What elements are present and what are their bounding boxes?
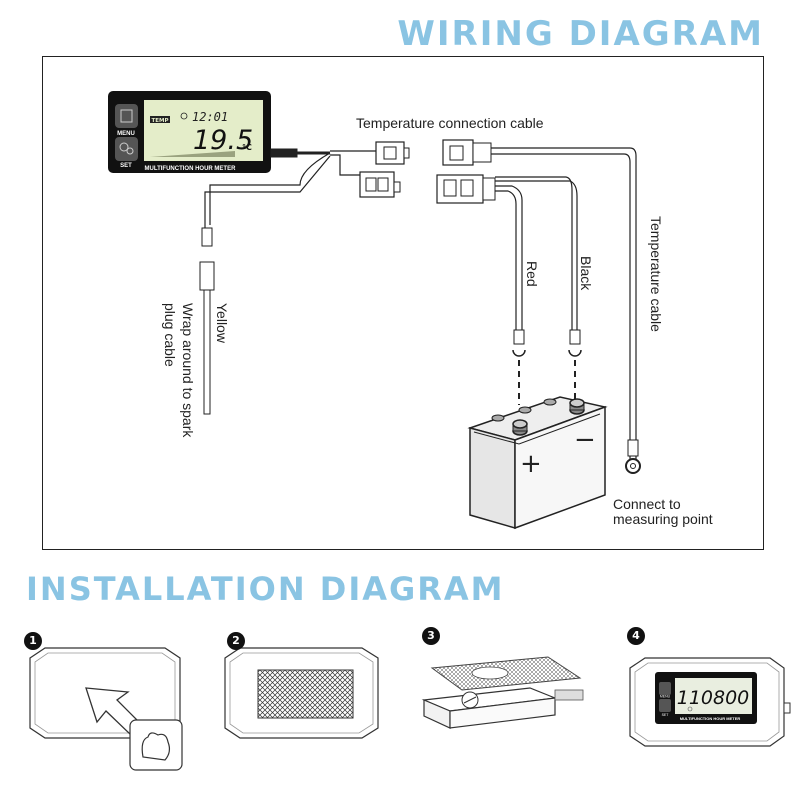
step-number-4: 4: [627, 627, 645, 645]
install-step-1-illustration: [29, 647, 183, 771]
unit-label: °C: [242, 143, 252, 152]
clock-readout: 12:01: [192, 110, 228, 124]
label-temperature-cable: Temperature cable: [648, 216, 664, 332]
yellow-spark-wire: [199, 227, 215, 415]
battery-plus-sign: +: [520, 449, 542, 479]
step-number-3: 3: [422, 627, 440, 645]
temperature-sensor-ring: [625, 439, 641, 474]
set-button[interactable]: [115, 137, 138, 161]
temperature-connector-female: [442, 139, 492, 166]
black-terminal: [568, 329, 582, 357]
step-number-2: 2: [227, 632, 245, 650]
output-cables: [491, 147, 637, 460]
temperature-connector-male: [375, 141, 410, 165]
label-measuring-point: measuring point: [613, 511, 713, 527]
clock-icon: [180, 112, 188, 120]
step-number-1: 1: [24, 632, 42, 650]
label-temperature-connection-cable: Temperature connection cable: [356, 115, 544, 131]
step4-menu-label: MENU: [660, 695, 671, 699]
power-connector-female: [436, 174, 496, 204]
meter-cables: [204, 148, 376, 230]
install-step-3-illustration: [421, 656, 584, 729]
set-label: SET: [120, 163, 132, 169]
install-step-4-illustration: MENU SET 110800 MULTIFUNCTION HOUR METER: [629, 657, 791, 747]
step4-set-label: SET: [662, 713, 670, 717]
install-step-2-illustration: [224, 647, 379, 739]
menu-button[interactable]: [115, 104, 138, 128]
installation-diagram-title: INSTALLATION DIAGRAM: [26, 570, 505, 608]
wiring-diagram-frame: [42, 56, 764, 550]
red-terminal: [512, 329, 526, 357]
step4-display-readout: 110800: [677, 687, 750, 709]
wiring-diagram-title: WIRING DIAGRAM: [397, 14, 764, 54]
temperature-readout: 19.5: [193, 125, 253, 156]
meter-caption: MULTIFUNCTION HOUR METER: [145, 166, 237, 172]
label-red: Red: [524, 261, 540, 287]
hour-meter-device: MENU SET TEMP 12:01 19.5 °C MULTIFUNCTIO…: [108, 91, 271, 173]
menu-label: MENU: [117, 131, 135, 137]
battery: [467, 396, 608, 530]
temp-tag: TEMP: [151, 118, 168, 124]
battery-minus-sign: −: [574, 425, 596, 455]
lcd-screen: [144, 100, 263, 161]
power-connector-male: [359, 171, 401, 198]
label-black: Black: [578, 256, 594, 291]
step4-meter-caption: MULTIFUNCTION HOUR METER: [680, 716, 741, 721]
label-connect-to: Connect to: [613, 496, 681, 512]
adhesive-pad: [257, 669, 354, 719]
label-wrap-around-spark: Wrap around to spark: [180, 303, 196, 438]
label-yellow: Yellow: [214, 303, 230, 343]
label-plug-cable: plug cable: [162, 303, 178, 367]
